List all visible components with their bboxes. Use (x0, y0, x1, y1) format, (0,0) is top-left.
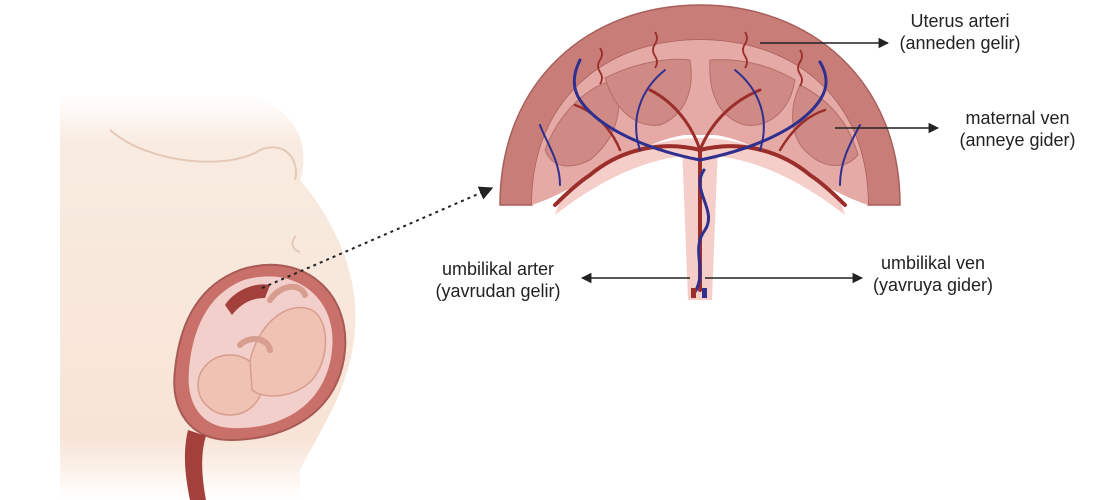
label-umbilical-artery-line2: (yavrudan gelir) (418, 280, 578, 302)
label-umbilical-artery: umbilikal arter (yavrudan gelir) (418, 258, 578, 302)
cord-exit-artery (691, 288, 696, 298)
label-umbilical-vein-line2: (yavruya gider) (858, 274, 1008, 296)
label-umbilical-artery-line1: umbilikal arter (418, 258, 578, 280)
label-umbilical-vein-line1: umbilikal ven (858, 252, 1008, 274)
label-uterus-artery: Uterus arteri (anneden gelir) (880, 10, 1040, 54)
label-maternal-vein: maternal ven (anneye gider) (940, 107, 1095, 151)
label-umbilical-vein: umbilikal ven (yavruya gider) (858, 252, 1008, 296)
label-uterus-artery-line2: (anneden gelir) (880, 32, 1040, 54)
label-uterus-artery-line1: Uterus arteri (880, 10, 1040, 32)
cord-exit-vein (702, 288, 707, 298)
label-maternal-vein-line1: maternal ven (940, 107, 1095, 129)
label-maternal-vein-line2: (anneye gider) (940, 129, 1095, 151)
placenta-cross-section (500, 5, 900, 300)
